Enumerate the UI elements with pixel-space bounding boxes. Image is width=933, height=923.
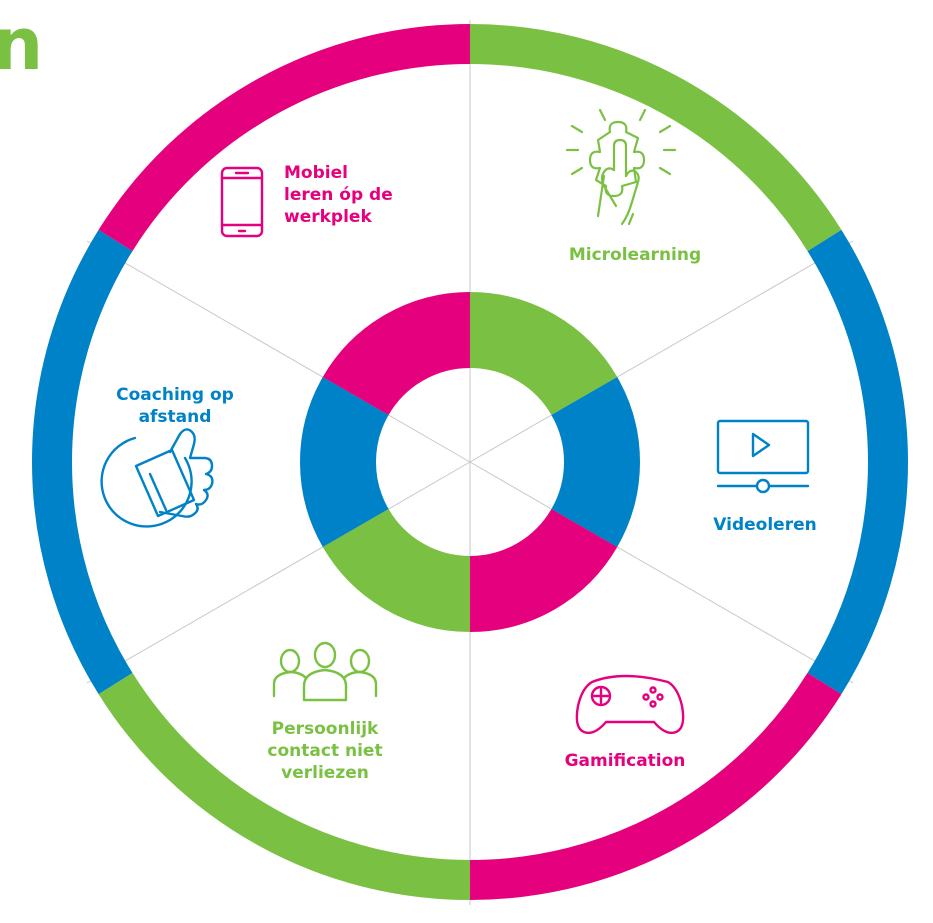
- divider-lower-right: [469, 461, 854, 684]
- outer-ring: [32, 24, 908, 900]
- cut-off-heading: n: [0, 2, 44, 86]
- divider-upper-left: [86, 240, 471, 463]
- divider-upper-right: [469, 240, 854, 463]
- outer-arc-microlearning: [469, 24, 842, 252]
- puzzle-hand-icon: [565, 108, 677, 226]
- outer-arc-persoonlijk: [98, 672, 471, 900]
- segment-label-mobiel: Mobiel leren óp de werkplek: [284, 163, 393, 227]
- group-people-icon: [272, 641, 378, 702]
- outer-arc-videoleren: [807, 229, 908, 695]
- outer-arc-gamification: [469, 672, 842, 900]
- segment-label-persoonlijk: Persoonlijk contact niet verliezen: [267, 719, 383, 783]
- segment-label-videoleren: Videoleren: [713, 515, 817, 535]
- segment-label-microlearning: Microlearning: [568, 245, 702, 265]
- inner-arc-4: [322, 507, 472, 632]
- smartphone-icon: [220, 166, 264, 238]
- inner-arc-5: [300, 377, 390, 547]
- segment-dividers: [86, 20, 854, 905]
- segment-label-coaching: Coaching op afstand: [116, 385, 234, 427]
- inner-ring: [300, 292, 640, 632]
- inner-arc-2: [550, 377, 640, 547]
- segment-label-gamification: Gamification: [564, 751, 686, 771]
- inner-arc-1: [468, 292, 618, 417]
- inner-arc-3: [468, 507, 618, 632]
- outer-arc-mobiel: [98, 24, 471, 252]
- thumbs-up-icon: [100, 428, 214, 528]
- divider-lower-left: [86, 461, 471, 684]
- outer-arc-coaching: [32, 229, 133, 695]
- video-player-icon: [716, 419, 810, 494]
- inner-arc-6: [322, 292, 472, 417]
- gamepad-icon: [575, 674, 685, 735]
